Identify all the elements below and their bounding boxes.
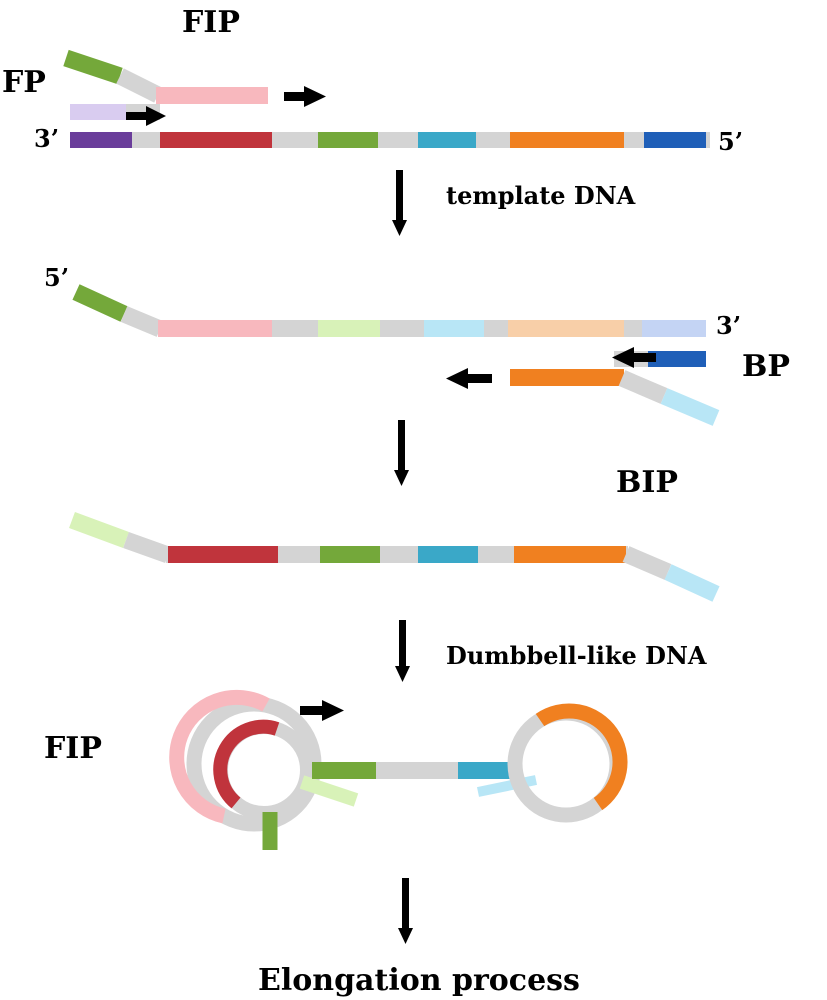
template-5prime-label: 5’: [718, 127, 743, 156]
left-loop-lightgreen-tail: [299, 775, 359, 807]
ss-segment-paleblue: [642, 320, 706, 337]
template-dna-strand: [70, 132, 710, 148]
template-3prime-label: 3’: [34, 124, 59, 153]
precursor-gray-linker-left: [123, 531, 171, 564]
precursor-gray-linker-right: [622, 546, 672, 580]
ss-3prime-label: 3’: [716, 311, 741, 340]
ss-segment-lightgreen: [318, 320, 380, 337]
elongation-label: Elongation process: [258, 963, 580, 998]
template-dna-label: template DNA: [446, 181, 636, 210]
stem-lightblue-tail: [476, 775, 538, 797]
bip-primer: [510, 369, 720, 426]
precursor-segment-red: [168, 546, 278, 563]
fp-direction-arrow: [126, 106, 166, 126]
ss-gray-linker: [120, 306, 164, 337]
template-segment-teal: [418, 132, 476, 148]
precursor-backbone: [166, 546, 628, 563]
template-segment-blue: [644, 132, 706, 148]
ss-segment-pink: [158, 320, 272, 337]
fp-primer-segment: [70, 104, 126, 120]
fp-label: FP: [2, 65, 46, 100]
stem-segment-teal: [458, 762, 520, 779]
precursor-strand: [69, 512, 720, 602]
bip-lightblue-tail: [660, 388, 720, 426]
fip-top-label: FIP: [182, 5, 240, 40]
left-loop-pink-arc: [169, 689, 270, 824]
bip-orange-segment: [510, 369, 624, 386]
precursor-lightblue-tail: [664, 564, 720, 602]
template-segment-red: [160, 132, 272, 148]
bp-blue-segment: [648, 351, 706, 367]
fip-direction-arrow: [284, 86, 326, 107]
fip-primer-top: [63, 49, 268, 104]
ss-segment-lightblue: [424, 320, 484, 337]
precursor-segment-green: [320, 546, 380, 563]
bp-direction-arrow: [612, 347, 656, 368]
fip-green-tail: [63, 49, 123, 85]
step-arrow-1: [392, 170, 407, 236]
ss-green-tail: [72, 284, 128, 322]
ss-segment-peach: [508, 320, 624, 337]
right-loop-orange-arc: [535, 703, 628, 811]
stem-segment-green: [312, 762, 376, 779]
left-loop-red-arc: [213, 719, 280, 809]
bip-gray-linker: [618, 370, 668, 404]
dumbbell-label: Dumbbell-like DNA: [446, 641, 707, 670]
template-segment-orange: [510, 132, 624, 148]
precursor-segment-orange: [514, 546, 626, 563]
fip-bottom-label: FIP: [44, 731, 102, 766]
ss-5prime-label: 5’: [44, 263, 69, 292]
precursor-lightgreen-tail: [69, 512, 129, 548]
ss-strand: [72, 284, 706, 337]
dumbbell-direction-arrow: [300, 700, 344, 721]
fip-gray-linker: [116, 68, 162, 103]
template-segment-purple: [70, 132, 132, 148]
step-arrow-3: [395, 620, 410, 682]
precursor-segment-teal: [418, 546, 478, 563]
template-segment-green: [318, 132, 378, 148]
dumbbell-structure: [169, 689, 628, 850]
step-arrow-4: [398, 878, 413, 944]
bp-label: BP: [742, 349, 790, 384]
bip-direction-arrow: [446, 368, 492, 389]
fip-pink-segment: [156, 87, 268, 104]
bip-label: BIP: [616, 465, 678, 500]
step-arrow-2: [394, 420, 409, 486]
